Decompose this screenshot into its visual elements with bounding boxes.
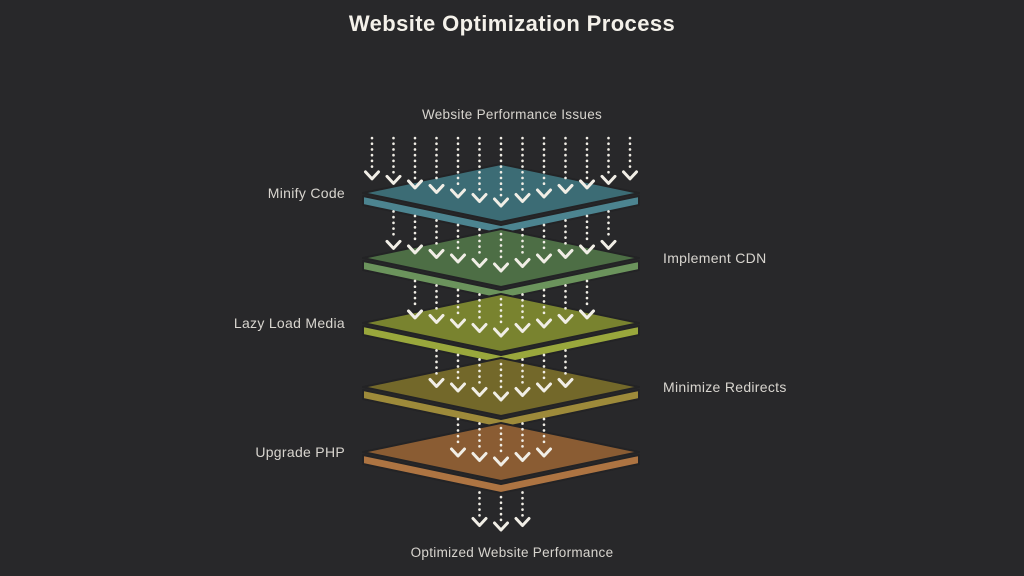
- arrowhead-chevron-icon: [450, 253, 466, 264]
- layer-minify-code: [362, 163, 640, 235]
- page-title: Website Optimization Process: [348, 11, 676, 36]
- arrowhead-chevron-icon: [493, 262, 509, 273]
- arrowhead-chevron-icon: [493, 197, 509, 208]
- arrowhead-chevron-icon: [557, 313, 574, 324]
- arrowhead-chevron-icon: [407, 244, 423, 255]
- arrowhead-chevron-icon: [450, 447, 466, 458]
- arrowhead-chevron-icon: [514, 322, 531, 333]
- arrowhead-chevron-icon: [557, 377, 574, 388]
- flow-output-label: Optimized Website Performance: [410, 545, 614, 560]
- arrowhead-chevron-icon: [493, 456, 509, 467]
- arrowhead-chevron-icon: [428, 313, 445, 324]
- arrowhead-chevron-icon: [579, 309, 595, 320]
- flow-input-label: Website Performance Issues: [421, 107, 603, 122]
- arrowhead-chevron-icon: [536, 382, 552, 393]
- arrowhead-chevron-icon: [536, 318, 552, 329]
- arrowhead-chevron-icon: [600, 239, 617, 250]
- arrowhead-chevron-icon: [536, 253, 552, 264]
- label-lazy-load-media: Lazy Load Media: [233, 315, 345, 331]
- arrowhead-chevron-icon: [557, 183, 574, 194]
- arrowhead-chevron-icon: [622, 170, 638, 181]
- arrowhead-chevron-icon: [557, 248, 574, 259]
- arrowhead-chevron-icon: [450, 382, 466, 393]
- arrowhead-chevron-icon: [471, 192, 488, 203]
- arrowhead-chevron-icon: [514, 192, 531, 203]
- arrowhead-chevron-icon: [407, 179, 423, 190]
- arrowhead-chevron-icon: [471, 322, 488, 333]
- arrowhead-chevron-icon: [471, 386, 488, 397]
- arrowhead-chevron-icon: [428, 377, 445, 388]
- arrowhead-chevron-icon: [385, 174, 402, 185]
- arrowhead-chevron-icon: [407, 309, 423, 320]
- arrowhead-chevron-icon: [428, 183, 445, 194]
- arrowhead-chevron-icon: [514, 451, 531, 462]
- arrowhead-chevron-icon: [536, 188, 552, 199]
- arrowhead-chevron-icon: [450, 188, 466, 199]
- arrowhead-chevron-icon: [579, 244, 595, 255]
- arrowhead-chevron-icon: [514, 516, 531, 527]
- arrowhead-chevron-icon: [385, 239, 402, 250]
- arrowhead-chevron-icon: [471, 451, 488, 462]
- arrowhead-chevron-icon: [600, 174, 617, 185]
- label-upgrade-php: Upgrade PHP: [255, 444, 345, 460]
- arrowhead-chevron-icon: [536, 447, 552, 458]
- arrowhead-chevron-icon: [493, 327, 509, 338]
- arrowhead-chevron-icon: [493, 521, 509, 532]
- arrowhead-chevron-icon: [514, 257, 531, 268]
- arrowhead-chevron-icon: [450, 318, 466, 329]
- label-minimize-redirects: Minimize Redirects: [663, 379, 787, 395]
- arrowhead-chevron-icon: [471, 516, 488, 527]
- arrowhead-chevron-icon: [471, 257, 488, 268]
- arrowhead-chevron-icon: [514, 386, 531, 397]
- arrowhead-chevron-icon: [493, 391, 509, 402]
- arrowhead-chevron-icon: [579, 179, 595, 190]
- arrowhead-chevron-icon: [428, 248, 445, 259]
- flow-arrows: [364, 136, 638, 532]
- label-implement-cdn: Implement CDN: [663, 250, 767, 266]
- label-minify-code: Minify Code: [267, 185, 345, 201]
- arrowhead-chevron-icon: [364, 170, 380, 181]
